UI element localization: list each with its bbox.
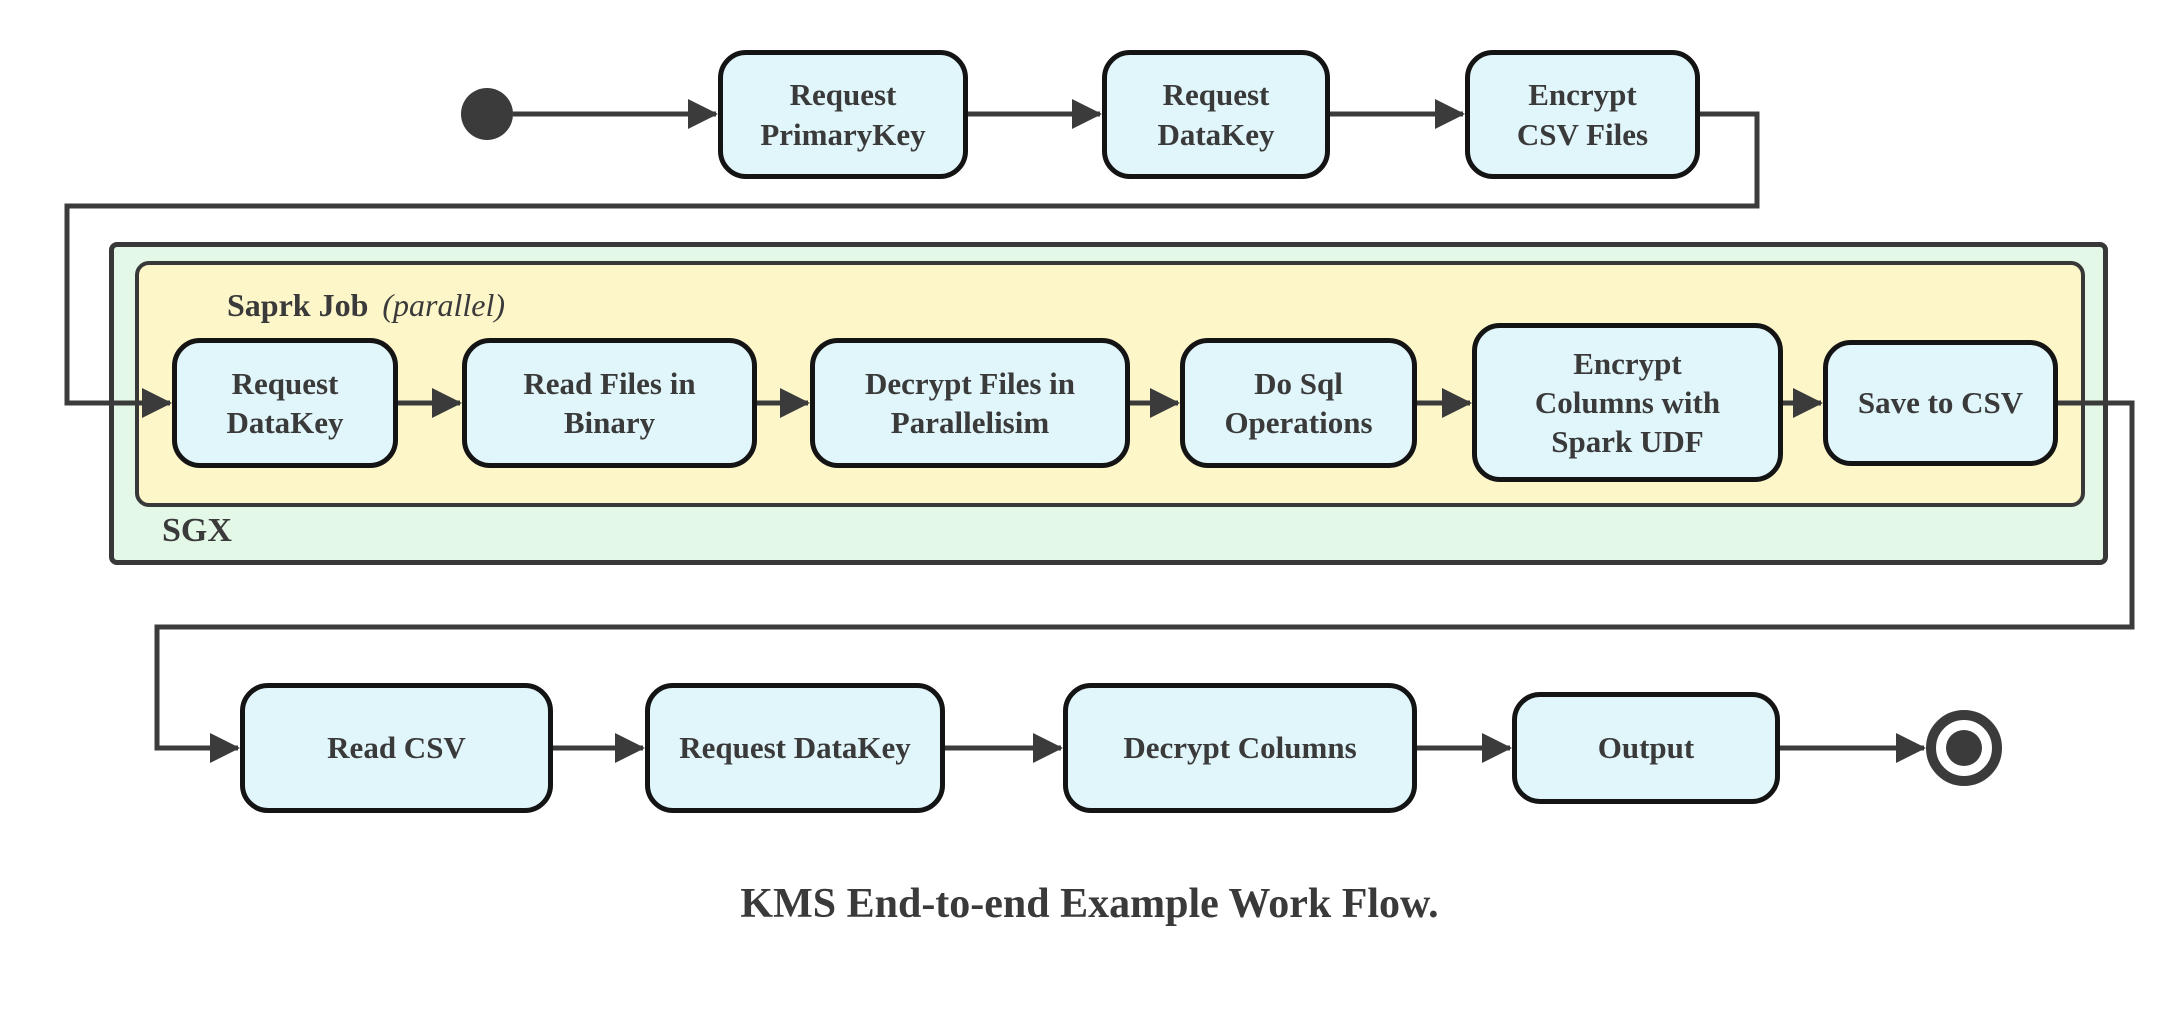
spark-job-label: Saprk Job (parallel) <box>227 287 505 324</box>
node-request-datakey-top: Request DataKey <box>1102 50 1330 179</box>
node-read-files-in-binary: Read Files in Binary <box>462 338 757 468</box>
node-do-sql-operations: Do Sql Operations <box>1180 338 1417 468</box>
node-request-datakey-sgx: Request DataKey <box>172 338 398 468</box>
end-node-core-icon <box>1946 730 1982 766</box>
node-decrypt-files-in-parallelisim: Decrypt Files in Parallelisim <box>810 338 1130 468</box>
node-encrypt-csv-files: Encrypt CSV Files <box>1465 50 1700 179</box>
node-output: Output <box>1512 692 1780 804</box>
node-read-csv: Read CSV <box>240 683 553 813</box>
node-request-datakey-bottom: Request DataKey <box>645 683 945 813</box>
node-decrypt-columns: Decrypt Columns <box>1063 683 1417 813</box>
start-node-icon <box>461 88 513 140</box>
diagram-caption: KMS End-to-end Example Work Flow. <box>740 881 1439 927</box>
node-encrypt-columns-with-spark-udf: Encrypt Columns with Spark UDF <box>1472 323 1783 482</box>
node-save-to-csv: Save to CSV <box>1823 340 2058 466</box>
end-node-icon <box>1926 710 2002 786</box>
sgx-label: SGX <box>162 512 232 549</box>
spark-job-title: Saprk Job <box>227 287 369 323</box>
node-request-primarykey: Request PrimaryKey <box>718 50 968 179</box>
spark-job-qualifier: (parallel) <box>382 287 506 323</box>
